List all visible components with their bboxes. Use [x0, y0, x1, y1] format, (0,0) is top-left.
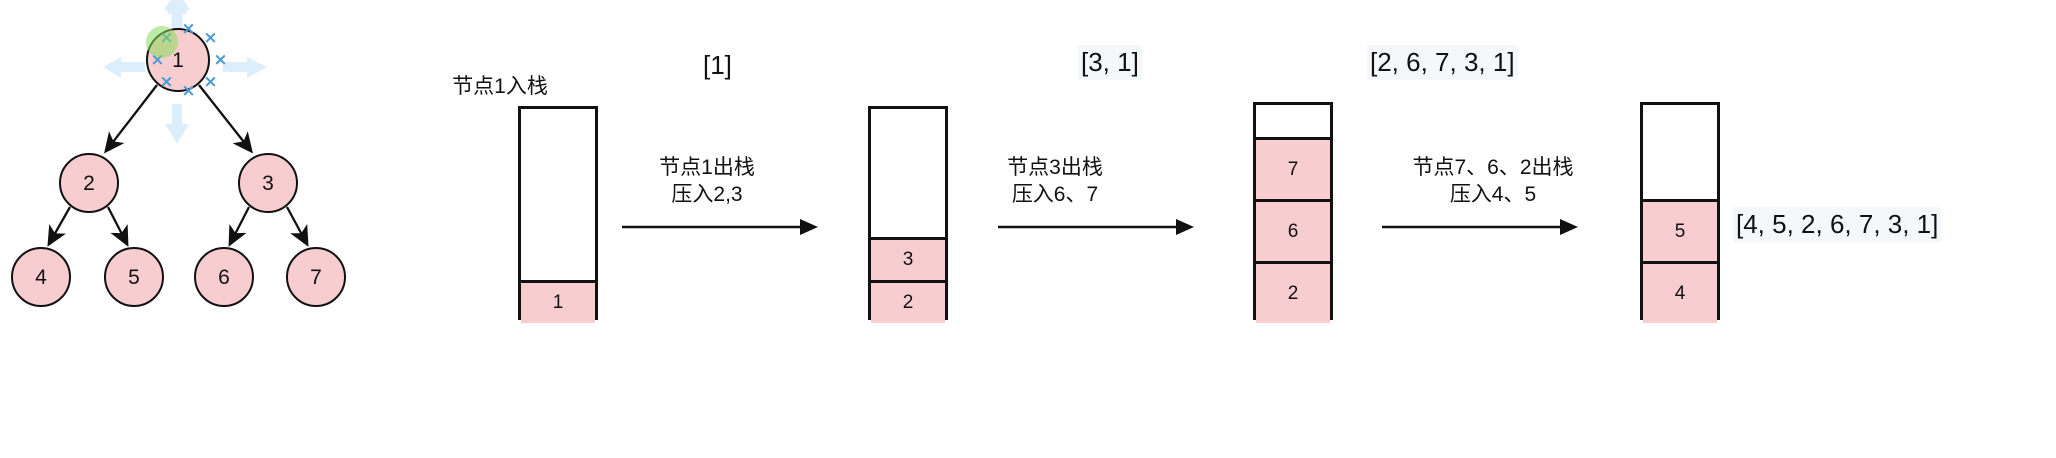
transition-3-line-1: 节点7、6、2出栈 — [1412, 156, 1574, 179]
tree-node-2[interactable]: 2 — [59, 153, 119, 213]
tree-node-7-label: 7 — [310, 265, 322, 289]
stack-2: 3 2 — [868, 106, 948, 323]
stack-3-cell-0-label: 2 — [1287, 282, 1299, 304]
resize-handle-se[interactable]: × — [203, 72, 218, 92]
step-1-caption: 节点1入栈 — [440, 74, 560, 101]
resize-handle-sw[interactable]: × — [159, 72, 174, 92]
resize-handle-e[interactable]: × — [213, 50, 228, 70]
tree-node-5[interactable]: 5 — [104, 247, 164, 307]
tree-node-4-label: 4 — [35, 265, 47, 289]
state-label-1: [1] — [703, 50, 732, 80]
stack-4-cell-0-label: 4 — [1674, 282, 1686, 304]
stack-3-cell-empty — [1256, 105, 1330, 137]
transition-1-line-2: 压入2,3 — [671, 182, 743, 206]
transition-1-line-1: 节点1出栈 — [659, 156, 755, 179]
stack-3-cell-1: 6 — [1256, 199, 1330, 261]
move-hint-arrows — [103, 0, 267, 144]
tree-node-1-label: 1 — [172, 48, 184, 72]
resize-handle-s[interactable]: × — [181, 81, 196, 101]
stack-3: 7 6 2 — [1253, 102, 1333, 323]
cursor-click-highlight — [146, 26, 178, 58]
tree-edges — [47, 84, 309, 247]
transition-1-caption: 节点1出栈 压入2,3 — [612, 155, 802, 209]
stack-1-cell-0: 1 — [521, 280, 595, 323]
resize-handle-ne[interactable]: × — [203, 28, 218, 48]
stack-4-cell-empty — [1643, 105, 1717, 199]
step-1-caption-line: 节点1入栈 — [452, 75, 548, 98]
stack-4-cell-1-label: 5 — [1674, 220, 1686, 242]
transition-2-arrow — [998, 219, 1194, 235]
stack-4: 5 4 — [1640, 102, 1720, 323]
stack-4-cell-0: 4 — [1643, 261, 1717, 323]
transition-2-line-2: 压入6、7 — [1011, 182, 1099, 206]
state-label-3: [2, 6, 7, 3, 1] — [1367, 45, 1518, 80]
transition-1-arrow — [622, 219, 818, 235]
state-label-2: [3, 1] — [1078, 45, 1142, 80]
tree-node-6-label: 6 — [218, 265, 230, 289]
transition-2-caption: 节点3出栈 压入6、7 — [960, 155, 1150, 209]
stack-2-cell-1: 3 — [871, 237, 945, 280]
stack-2-cell-1-label: 3 — [902, 249, 914, 270]
stack-2-cell-0: 2 — [871, 280, 945, 323]
stack-1: 1 — [518, 106, 598, 323]
tree-node-4[interactable]: 4 — [11, 247, 71, 307]
stack-2-cell-empty — [871, 109, 945, 237]
stack-3-cell-2: 7 — [1256, 137, 1330, 199]
stack-2-cell-0-label: 2 — [902, 292, 914, 313]
stack-3-cell-1-label: 6 — [1287, 220, 1299, 242]
stack-1-cell-empty — [521, 109, 595, 280]
stack-1-cell-0-label: 1 — [552, 292, 564, 313]
final-state-label: [4, 5, 2, 6, 7, 3, 1] — [1733, 207, 1942, 242]
tree-node-2-label: 2 — [83, 171, 95, 195]
tree-node-3-label: 3 — [262, 171, 274, 195]
tree-node-5-label: 5 — [128, 265, 140, 289]
resize-handle-n[interactable]: × — [181, 19, 196, 39]
stack-4-cell-1: 5 — [1643, 199, 1717, 261]
stack-3-cell-0: 2 — [1256, 261, 1330, 323]
transition-3-line-2: 压入4、5 — [1449, 182, 1537, 206]
transition-2-line-1: 节点3出栈 — [1007, 156, 1103, 179]
tree-node-7[interactable]: 7 — [286, 247, 346, 307]
transition-3-caption: 节点7、6、2出栈 压入4、5 — [1368, 155, 1618, 209]
tree-node-6[interactable]: 6 — [194, 247, 254, 307]
stack-3-cell-2-label: 7 — [1287, 158, 1299, 180]
transition-3-arrow — [1382, 219, 1578, 235]
tree-node-3[interactable]: 3 — [238, 153, 298, 213]
